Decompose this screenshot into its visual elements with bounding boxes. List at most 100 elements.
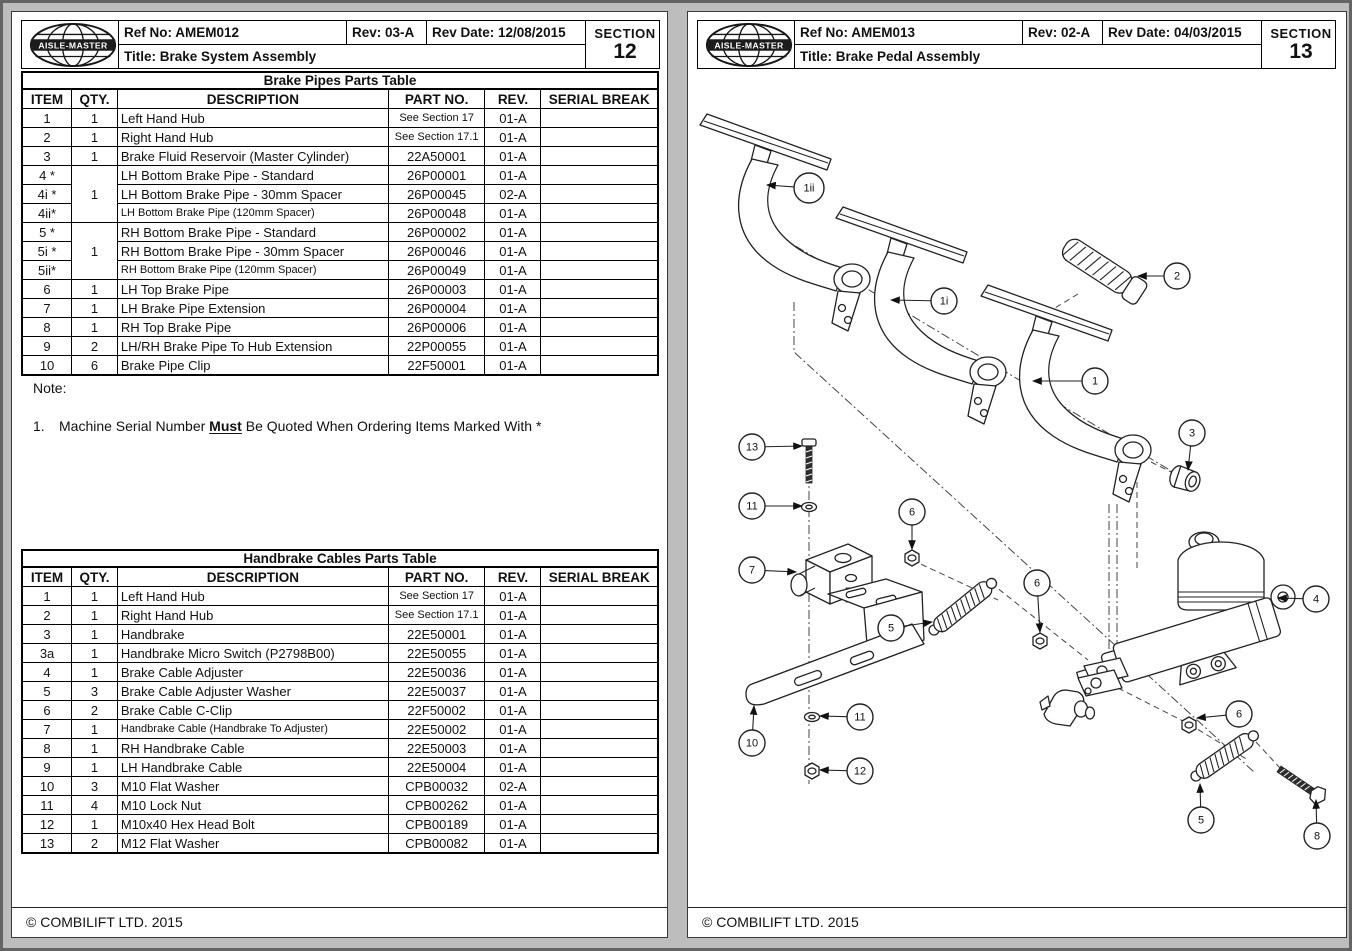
cell: 1 [71, 127, 118, 147]
callout-6: 6 [1195, 700, 1253, 728]
note-heading: Note: [33, 380, 67, 396]
column-header: QTY. [71, 566, 118, 587]
cell: 01-A [484, 833, 542, 854]
cell: 01-A [484, 165, 542, 185]
cell: 01-A [484, 146, 542, 166]
cell [540, 355, 659, 376]
column-header: ITEM [21, 88, 73, 109]
callout-5: 5 [1187, 782, 1215, 834]
cell [540, 719, 659, 739]
section-number: 13 [1289, 40, 1313, 63]
page-title: Title: Brake System Assembly [118, 44, 586, 69]
cell [540, 108, 659, 128]
cell: 2 [71, 833, 118, 854]
table-row: 5ii*RH Bottom Brake Pipe (120mm Spacer)2… [21, 260, 659, 280]
cell: 5ii* [21, 260, 73, 280]
cell: 01-A [484, 203, 542, 223]
dashed-line [911, 559, 999, 601]
cell: 2 [21, 605, 73, 625]
svg-text:1ii: 1ii [803, 183, 814, 195]
footer-copyright: © COMBILIFT LTD. 2015 [12, 907, 667, 937]
cell: 26P00046 [387, 241, 486, 261]
cell: 5 [21, 681, 73, 701]
note-number: 1. [33, 418, 45, 434]
cell [540, 700, 659, 720]
callout-12: 12 [818, 757, 874, 785]
cell: 01-A [484, 719, 542, 739]
ref-no: Ref No: AMEM012 [118, 20, 347, 45]
cell: 2 [21, 127, 73, 147]
cell: 22E50037 [387, 681, 486, 701]
page-header: AISLE-MASTER Ref No: AMEM013 Rev: 02-A R… [697, 20, 1336, 69]
cell: 4i * [21, 184, 73, 204]
pedal-pad [1061, 238, 1148, 305]
cell: 13 [21, 833, 73, 854]
rev: Rev: 02-A [1022, 20, 1103, 45]
cell: 10 [21, 776, 73, 796]
column-header: SERIAL BREAK [540, 88, 659, 109]
hex-head-bolt [1276, 765, 1327, 806]
cell [540, 241, 659, 261]
column-header: PART NO. [387, 88, 486, 109]
section-label: SECTION [1270, 26, 1332, 41]
column-header: DESCRIPTION [116, 88, 389, 109]
cell: 22E50036 [387, 662, 486, 682]
cell: 12 [21, 814, 73, 834]
callout-7: 7 [738, 556, 798, 584]
cell: 6 [71, 355, 118, 376]
svg-text:6: 6 [1034, 578, 1040, 590]
cell: RH Bottom Brake Pipe - 30mm Spacer [116, 241, 389, 261]
svg-text:1: 1 [1092, 376, 1098, 388]
svg-text:5: 5 [888, 623, 894, 635]
cell: 8 [21, 738, 73, 758]
rev-date: Rev Date: 04/03/2015 [1102, 20, 1262, 45]
note-emphasis: Must [209, 418, 242, 434]
page-section-12: AISLE-MASTER Ref No: AMEM012 Rev: 03-A R… [11, 11, 668, 938]
cell: 26P00003 [387, 279, 486, 299]
cell: 01-A [484, 605, 542, 625]
cell: 7 [21, 298, 73, 318]
cell: Brake Cable Adjuster [116, 662, 389, 682]
callout-10: 10 [738, 704, 766, 757]
cell: Left Hand Hub [116, 586, 389, 606]
cell: Handbrake Micro Switch (P2798B00) [116, 643, 389, 663]
cell: 2 [71, 700, 118, 720]
lock-nut [1032, 632, 1048, 650]
cell [540, 833, 659, 854]
svg-text:12: 12 [854, 766, 866, 778]
svg-text:1i: 1i [940, 296, 949, 308]
cell: M10 Lock Nut [116, 795, 389, 815]
cell: 22F50002 [387, 700, 486, 720]
footer-copyright: © COMBILIFT LTD. 2015 [688, 907, 1346, 937]
cell: 01-A [484, 317, 542, 337]
flat-washer [803, 711, 821, 723]
cell [540, 127, 659, 147]
cell: 1 [71, 298, 118, 318]
note-text: Machine Serial Number [59, 418, 210, 434]
cell: 26P00045 [387, 184, 486, 204]
cell: 3a [21, 643, 73, 663]
cell: 1 [71, 108, 118, 128]
cell [540, 643, 659, 663]
globe-logo-icon: AISLE-MASTER [29, 22, 116, 67]
cell [540, 146, 659, 166]
hex-nut [804, 762, 820, 780]
cell: 1 [71, 222, 118, 280]
rev: Rev: 03-A [346, 20, 427, 45]
cell: 02-A [484, 776, 542, 796]
cell: 11 [21, 795, 73, 815]
